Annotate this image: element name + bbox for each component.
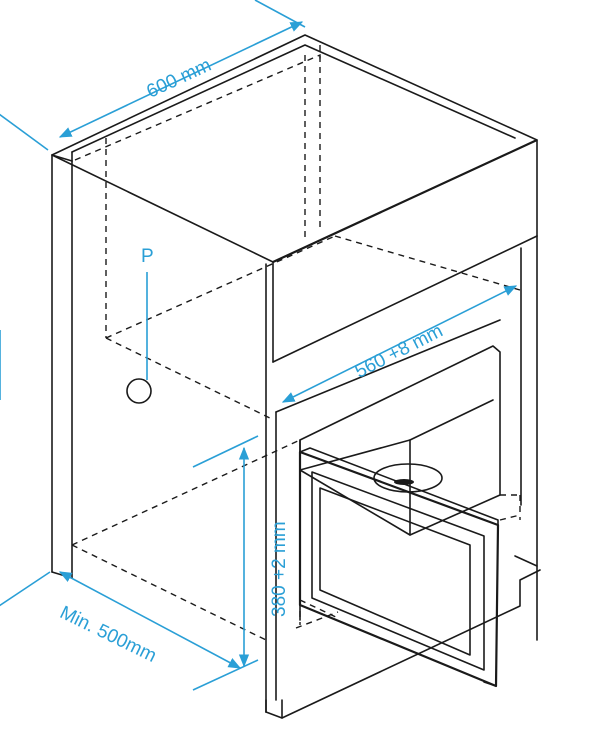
opening-width-label: 560 +8 mm [352, 321, 447, 383]
connection-point: P [126, 246, 154, 404]
microwave-door [298, 447, 500, 688]
socket-circle [126, 378, 152, 404]
dimension-width: 600 mm [0, 0, 306, 151]
point-p-label: P [141, 246, 154, 267]
door-window [319, 487, 471, 656]
depth-label: Min. 500mm [56, 602, 159, 667]
cabinet-top [51, 34, 538, 263]
opening-height-label: 380 +2 mm [269, 521, 290, 617]
cabinet-body [51, 34, 541, 719]
hidden-edges [71, 45, 521, 641]
dimension-depth: Min. 500mm [0, 571, 242, 669]
turntable [373, 463, 443, 493]
dimension-opening-width: 560 +8 mm [281, 285, 518, 403]
dimension-opening-height: 380 +2 mm [192, 435, 290, 691]
